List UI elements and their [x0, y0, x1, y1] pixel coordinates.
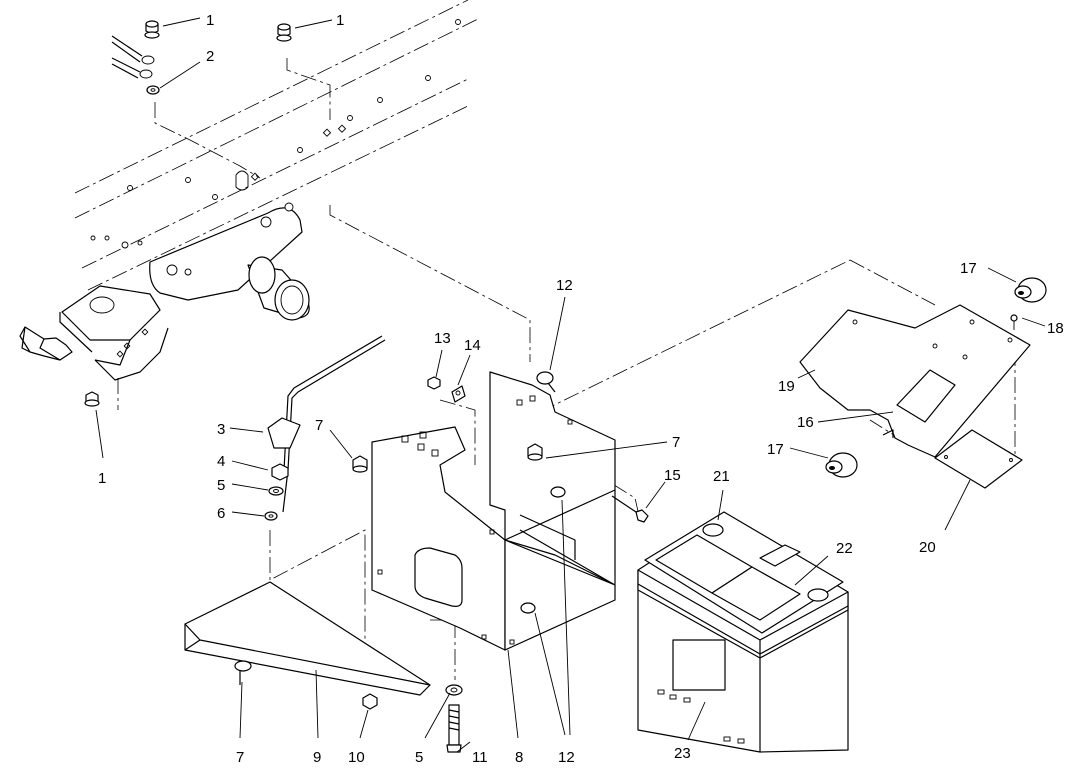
callout-8: 8 [515, 749, 523, 766]
battery [637, 511, 849, 753]
battery-cover [799, 304, 1031, 458]
wedge-plate [184, 581, 463, 753]
callout-19: 19 [778, 378, 795, 395]
callout-1-c: 1 [98, 470, 106, 487]
callout-12-a: 12 [556, 277, 573, 294]
leader-lines [95, 17, 1046, 753]
carriage-bolt-right-2 [520, 602, 536, 614]
callout-4: 4 [217, 453, 225, 470]
callout-12-b: 12 [558, 749, 575, 766]
callout-17-b: 17 [767, 441, 784, 458]
carriage-bolt-top [536, 371, 556, 393]
callout-6: 6 [217, 505, 225, 522]
callout-16: 16 [797, 414, 814, 431]
callout-7-c: 7 [236, 749, 244, 766]
callout-7-b: 7 [672, 434, 680, 451]
callout-3: 3 [217, 421, 225, 438]
flange-nut-lower-left [84, 391, 100, 407]
support-rod [264, 335, 386, 521]
flange-nut-top-center [276, 23, 292, 42]
callout-1-b: 1 [336, 12, 344, 29]
callout-18: 18 [1047, 320, 1064, 337]
callout-15: 15 [664, 467, 681, 484]
knob-17-bottom [825, 452, 858, 478]
callout-7-a: 7 [315, 417, 323, 434]
callout-11: 11 [472, 749, 488, 766]
lock-washer [146, 85, 160, 95]
callout-labels: 1 1 1 2 3 4 5 6 7 7 7 8 9 10 5 11 12 12 … [98, 12, 1064, 766]
flange-nut-7-right [527, 443, 543, 461]
bolt-15 [611, 495, 649, 523]
callout-22: 22 [836, 540, 853, 557]
pad-20 [934, 429, 1023, 489]
hitch-bracket [19, 202, 310, 381]
carriage-bolt-right-1 [550, 486, 566, 498]
callout-5-b: 5 [415, 749, 423, 766]
callout-21: 21 [713, 468, 730, 485]
callout-5-a: 5 [217, 477, 225, 494]
callout-23: 23 [674, 745, 691, 762]
knob-17-top [1014, 277, 1047, 303]
battery-box [371, 371, 616, 651]
nut-13 [427, 376, 441, 390]
callout-1-a: 1 [206, 12, 214, 29]
flange-nut-top-left [144, 20, 160, 39]
callout-20: 20 [919, 539, 936, 556]
callout-14: 14 [464, 337, 481, 354]
battery-cables [111, 35, 155, 79]
flange-nut-7-left [352, 455, 368, 473]
callout-10: 10 [348, 749, 365, 766]
frame-rail [74, 0, 481, 291]
screw-18 [1010, 314, 1018, 330]
callout-13: 13 [434, 330, 451, 347]
callout-2: 2 [206, 48, 214, 65]
callout-9: 9 [313, 749, 321, 766]
callout-17-a: 17 [960, 260, 977, 277]
